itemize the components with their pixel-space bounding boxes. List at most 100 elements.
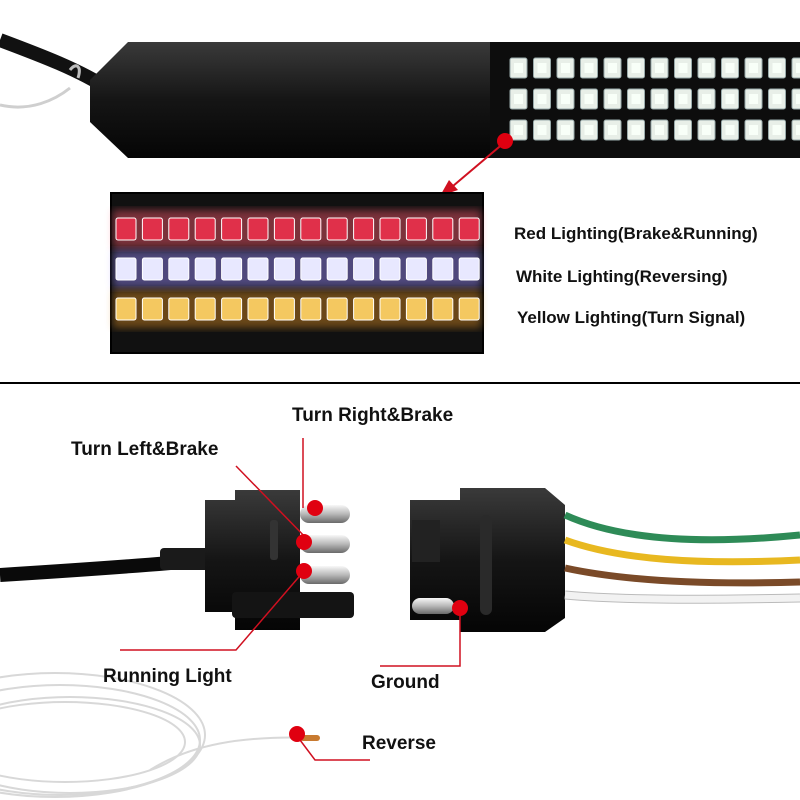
zoom-led-yellow — [326, 297, 348, 321]
strip-led-core — [702, 94, 711, 104]
zoom-led-white — [379, 257, 401, 281]
zoom-led-white — [194, 257, 216, 281]
zoom-led-yellow — [432, 297, 454, 321]
zoom-led-red — [326, 217, 348, 241]
zoom-led-white — [247, 257, 269, 281]
strip-led-core — [796, 63, 800, 73]
strip-led-core — [584, 94, 594, 104]
led-strip — [0, 33, 800, 158]
strip-led-core — [584, 63, 594, 73]
strip-led-core — [631, 125, 641, 135]
strip-led-core — [749, 125, 758, 135]
strip-led-core — [678, 94, 688, 104]
zoom-led-yellow — [405, 297, 427, 321]
label-running-light: Running Light — [103, 666, 232, 687]
strip-led-core — [749, 94, 758, 104]
zoom-led-red — [194, 217, 216, 241]
wire-green — [563, 511, 800, 544]
zoom-led-yellow — [353, 297, 375, 321]
strip-led-core — [678, 63, 688, 73]
strip-led-core — [772, 125, 782, 135]
dot-turn-left — [296, 534, 312, 550]
zoom-led-white — [326, 257, 348, 281]
zoom-led-white — [432, 257, 454, 281]
wire-brown — [564, 564, 800, 587]
strip-led-core — [796, 125, 800, 135]
callout-arrow-line — [452, 141, 506, 187]
strip-led-core — [655, 125, 664, 135]
strip-led-core — [749, 63, 758, 73]
zoom-led-red — [221, 217, 243, 241]
zoom-led-white — [300, 257, 322, 281]
reverse-wire-tip — [300, 735, 320, 741]
zoom-led-red — [458, 217, 480, 241]
controller-box — [90, 42, 520, 158]
wire-white — [564, 591, 800, 603]
strip-led-core — [537, 94, 547, 104]
strip-led-core — [608, 63, 617, 73]
zoom-led-red — [353, 217, 375, 241]
zoom-led-yellow — [168, 297, 190, 321]
strip-led-core — [584, 125, 594, 135]
zoom-led-red — [300, 217, 322, 241]
zoom-led-yellow — [221, 297, 243, 321]
dot-running — [296, 563, 312, 579]
zoom-led-white — [273, 257, 295, 281]
label-red-lighting: Red Lighting(Brake&Running) — [514, 224, 758, 243]
strip-led-core — [631, 94, 641, 104]
strip-led-core — [655, 63, 664, 73]
zoom-led-red — [432, 217, 454, 241]
strip-led-core — [561, 125, 570, 135]
strip-led-core — [608, 94, 617, 104]
strip-led-grid — [509, 57, 800, 141]
zoom-led-yellow — [115, 297, 137, 321]
zoom-led-white — [168, 257, 190, 281]
ground-pin — [412, 598, 454, 614]
callout-dot — [497, 133, 513, 149]
strip-cable-white — [0, 86, 71, 109]
zoom-led-yellow — [141, 297, 163, 321]
dot-ground — [452, 600, 468, 616]
zoom-led-white — [458, 257, 480, 281]
strip-led-core — [561, 94, 570, 104]
strip-led-core — [537, 63, 547, 73]
zoom-led-red — [168, 217, 190, 241]
zoom-led-yellow — [247, 297, 269, 321]
label-reverse: Reverse — [362, 733, 436, 754]
strip-led-core — [514, 125, 523, 135]
callout-dots — [289, 500, 468, 742]
colored-wires — [563, 511, 800, 604]
zoom-led-white — [405, 257, 427, 281]
zoom-led-red — [115, 217, 137, 241]
led-zoom-box — [110, 192, 484, 354]
label-turn-right-brake: Turn Right&Brake — [292, 405, 454, 426]
zoom-led-red — [247, 217, 269, 241]
strip-led-core — [772, 94, 782, 104]
zoom-led-yellow — [300, 297, 322, 321]
strip-led-core — [561, 63, 570, 73]
label-ground: Ground — [371, 672, 440, 693]
strip-led-core — [655, 94, 664, 104]
strip-led-core — [796, 94, 800, 104]
zoom-led-red — [405, 217, 427, 241]
strip-led-core — [702, 125, 711, 135]
female-socket — [410, 488, 565, 632]
zoom-led-grid — [113, 210, 481, 328]
strip-led-core — [514, 63, 523, 73]
strip-led-core — [631, 63, 641, 73]
strip-led-core — [725, 94, 735, 104]
zoom-led-white — [115, 257, 137, 281]
callout-lines — [120, 438, 461, 761]
zoom-led-red — [141, 217, 163, 241]
zoom-led-yellow — [273, 297, 295, 321]
strip-led-core — [725, 125, 735, 135]
male-plug — [205, 490, 354, 630]
reverse-wire-coil — [0, 672, 319, 798]
zoom-led-yellow — [458, 297, 480, 321]
zoom-led-white — [221, 257, 243, 281]
zoom-led-red — [273, 217, 295, 241]
wire-yellow — [563, 536, 800, 566]
dot-turn-right — [307, 500, 323, 516]
zoom-led-white — [353, 257, 375, 281]
